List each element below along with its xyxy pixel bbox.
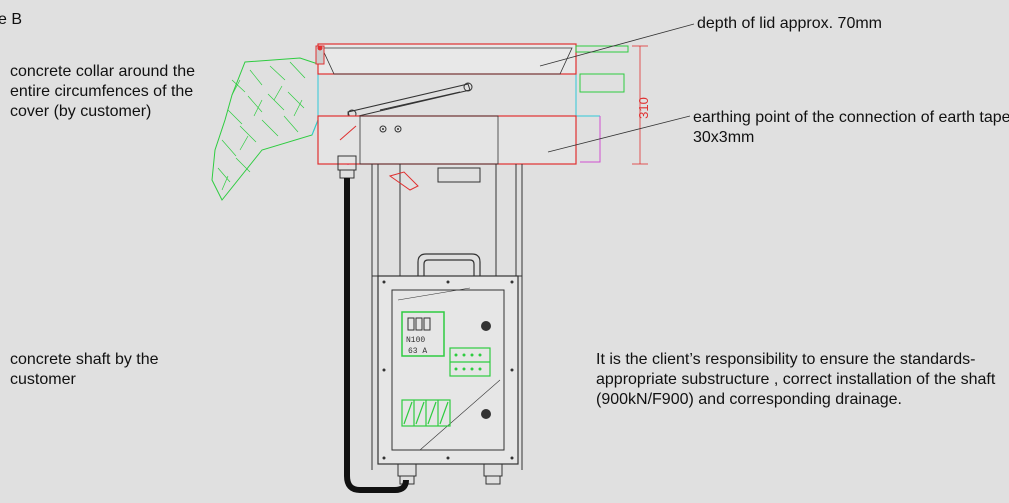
dimension-310 — [632, 45, 648, 165]
latch — [388, 167, 481, 191]
circuit-breaker — [401, 311, 445, 357]
shaft-annotation: concrete shaft by the customer — [10, 351, 159, 388]
cover-lid — [315, 43, 577, 75]
right-frame-parts — [575, 45, 629, 93]
client-responsibility-note: It is the client’s responsibility to ens… — [596, 351, 996, 408]
collar-annotation: concrete collar around the entire circum… — [10, 63, 195, 120]
terminal-block-lower — [401, 399, 451, 427]
lid-depth-annotation: depth of lid approx. 70mm — [697, 15, 882, 32]
hinge-arm — [347, 82, 473, 119]
control-box — [377, 275, 519, 465]
terminal-block-upper — [449, 347, 491, 377]
cable-gland-right — [483, 463, 503, 485]
cover-frame — [317, 115, 577, 165]
earth-cable — [344, 178, 409, 493]
earthing-annotation: earthing point of the connection of eart… — [693, 109, 1009, 146]
leader-lines — [539, 23, 695, 153]
section-title: e B — [0, 11, 23, 28]
concrete-collar-fill — [211, 57, 319, 201]
breaker-label-2: 63 A — [408, 347, 427, 356]
breaker-label-1: N100 — [406, 336, 425, 345]
dimension-label: 310 — [636, 97, 651, 119]
box-handle — [417, 253, 481, 276]
